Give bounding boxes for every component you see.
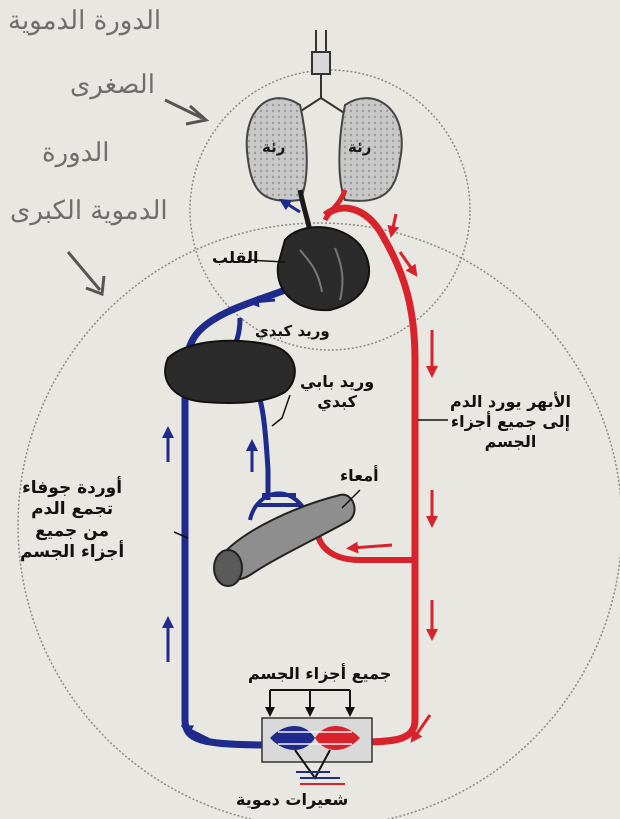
capillary-mini-arrows xyxy=(296,772,340,778)
pulmonary-flow-arrow-red xyxy=(392,214,396,232)
left-lung-label: رئة xyxy=(262,138,285,156)
vena-cava-label-line2: تجمع الدم xyxy=(20,499,124,520)
portal-vein-label-line2: كبدي xyxy=(300,392,374,412)
aorta-label-line1: الأبهر يورد الدم xyxy=(450,392,571,412)
vena-cava-label-line3: من جميع xyxy=(20,521,124,542)
portal-vein-label: وريد بابي كبدي xyxy=(300,372,374,412)
all-body-parts-label: جميع أجزاء الجسم xyxy=(248,664,391,684)
pulmonary-label-line2: الصغرى xyxy=(70,70,155,100)
aorta-label-line2: إلى جميع أجزاء xyxy=(450,412,571,432)
capillaries-label: شعيرات دموية xyxy=(236,790,348,810)
heart-label: القلب xyxy=(212,248,258,268)
vena-cava-label-line1: أوردة جوفاء xyxy=(20,478,124,499)
intestines-label: أمعاء xyxy=(340,466,379,486)
systemic-label-line2: الدموية الكبرى xyxy=(10,196,168,226)
right-lung-label: رئة xyxy=(348,138,371,156)
vena-cava-label-line4: أجزاء الجسم xyxy=(20,542,124,563)
aorta-label: الأبهر يورد الدم إلى جميع أجزاء الجسم xyxy=(450,392,571,452)
hand-arrow-pulmonary xyxy=(165,100,206,124)
capillary-bed xyxy=(262,718,372,762)
body-parts-arrows xyxy=(270,690,350,712)
pulmonary-flow-arrow-blue xyxy=(284,202,300,212)
aorta-label-line3: الجسم xyxy=(450,432,571,452)
intestine xyxy=(214,495,355,586)
heart xyxy=(278,227,369,310)
portal-vein xyxy=(255,385,268,500)
hand-arrow-systemic xyxy=(68,252,104,294)
systemic-label-line1: الدورة xyxy=(42,138,110,168)
hepatic-vein-label: وريد كبدي xyxy=(255,322,330,341)
pulmonary-label-line1: الدورة الدموية xyxy=(8,6,161,36)
portal-vein-label-line1: وريد بابي xyxy=(300,372,374,392)
liver xyxy=(165,341,295,403)
vena-cava-label: أوردة جوفاء تجمع الدم من جميع أجزاء الجس… xyxy=(20,478,124,563)
